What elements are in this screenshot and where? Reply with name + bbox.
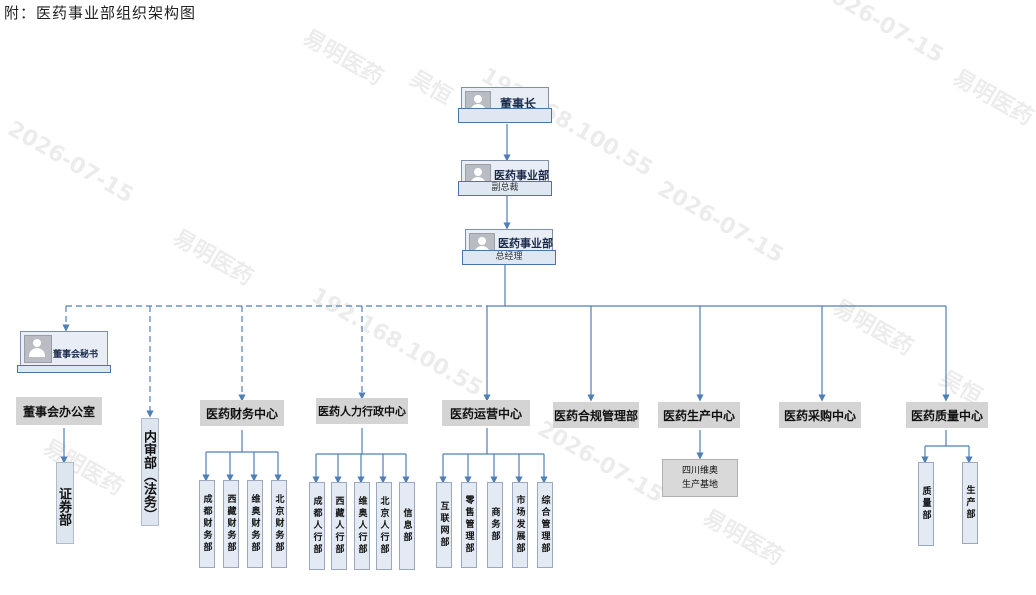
dept-box[interactable]: 质量部 <box>918 462 934 546</box>
securities-box[interactable]: 证券部 <box>56 462 74 544</box>
gm-title: 医药事业部 <box>498 237 553 250</box>
dept-box[interactable]: 西藏人行部 <box>331 482 347 570</box>
plant-line2: 生产基地 <box>681 480 718 490</box>
dept-box[interactable]: 维奥财务部 <box>247 480 263 568</box>
center-ops[interactable]: 医药运营中心 <box>442 400 530 426</box>
center-hr[interactable]: 医药人力行政中心 <box>316 398 408 424</box>
dept-box[interactable]: 生产部 <box>962 462 978 544</box>
secretary-title: 董事会秘书 <box>53 350 99 360</box>
dept-box[interactable]: 互联网部 <box>436 482 452 568</box>
center-compliance[interactable]: 医药合规管理部 <box>553 402 639 428</box>
gm-card[interactable]: 医药事业部 总经理 <box>462 229 556 265</box>
dept-box[interactable]: 零售管理部 <box>461 482 477 568</box>
center-production[interactable]: 医药生产中心 <box>658 402 740 428</box>
center-purchase[interactable]: 医药采购中心 <box>779 402 861 428</box>
plant-line1: 四川维奥 <box>681 466 718 476</box>
dept-box[interactable]: 成都财务部 <box>199 480 215 568</box>
board-office-box[interactable]: 董事会办公室 <box>16 397 102 425</box>
audit-box[interactable]: 内审部（法务） <box>141 418 159 526</box>
vp-sub: 副总裁 <box>458 181 552 196</box>
center-quality[interactable]: 医药质量中心 <box>906 402 988 428</box>
chairman-title: 董事长 <box>500 97 537 111</box>
dept-box[interactable]: 信息部 <box>399 482 415 570</box>
dept-box[interactable]: 综合管理部 <box>537 482 553 568</box>
vp-title: 医药事业部 <box>494 169 549 182</box>
dept-box[interactable]: 成都人行部 <box>309 482 325 570</box>
avatar-icon <box>24 335 52 363</box>
chairman-card[interactable]: 董事长 <box>458 87 552 123</box>
dept-box[interactable]: 商务部 <box>487 482 503 568</box>
gm-sub: 总经理 <box>462 250 556 265</box>
secretary-sub <box>17 365 111 373</box>
plant-box[interactable]: 四川维奥 生产基地 <box>662 459 738 497</box>
dept-box[interactable]: 西藏财务部 <box>223 480 239 568</box>
center-finance[interactable]: 医药财务中心 <box>200 400 284 426</box>
dept-box[interactable]: 北京人行部 <box>376 482 392 570</box>
page-title: 附：医药事业部组织架构图 <box>4 4 197 22</box>
dept-box[interactable]: 市场发展部 <box>512 482 528 568</box>
vp-card[interactable]: 医药事业部 副总裁 <box>458 160 552 196</box>
dept-box[interactable]: 北京财务部 <box>271 480 287 568</box>
secretary-card[interactable]: 董事会秘书 <box>17 331 111 373</box>
dept-box[interactable]: 维奥人行部 <box>354 482 370 570</box>
chairman-sub <box>458 108 552 123</box>
